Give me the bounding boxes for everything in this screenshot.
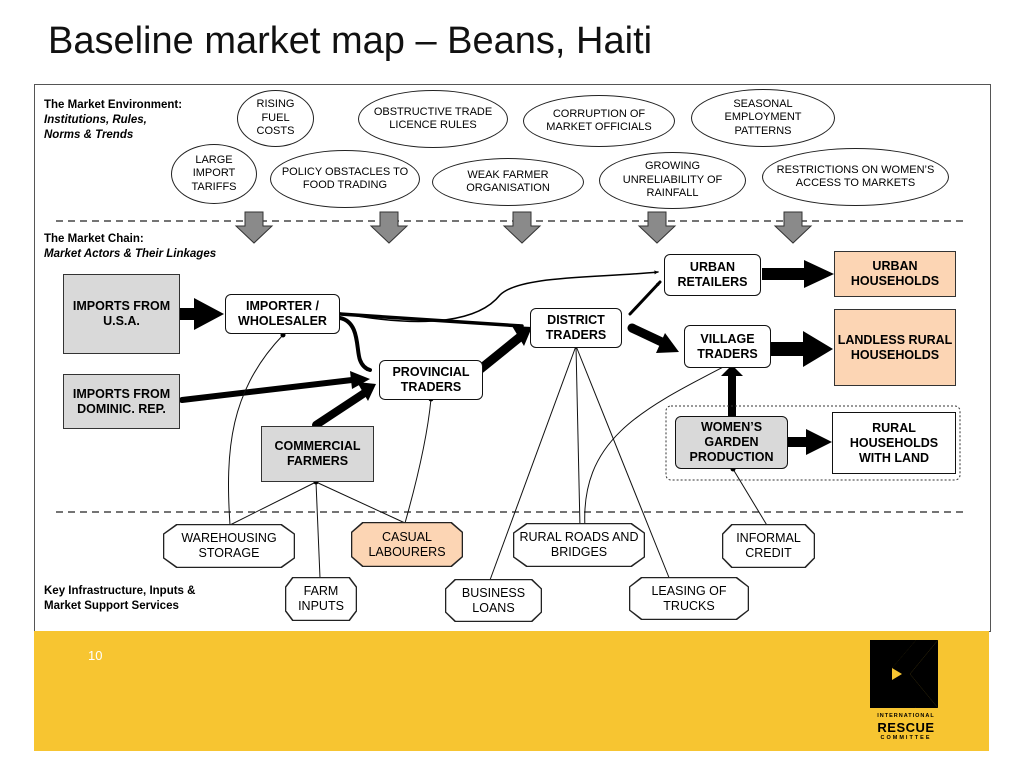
link-farm-inputs-to-commercial <box>315 481 321 579</box>
arrow-urban-retailers-to-households <box>762 260 834 288</box>
actor-imports-usa: IMPORTS FROM U.S.A. <box>63 274 180 354</box>
arrow-importer-to-urban-retailers <box>339 270 659 323</box>
arrow-provincial-to-district-head <box>512 326 532 346</box>
link-warehousing-to-importer <box>228 334 284 526</box>
logo-line-rescue: RESCUE <box>877 720 935 735</box>
service-rural-roads-bridges-label: RURAL ROADS AND BRIDGES <box>514 524 644 566</box>
link-credit-to-garden <box>732 468 769 528</box>
factor-rising-fuel-costs: RISING FUEL COSTS <box>237 90 314 147</box>
factor-weak-farmer-organisation: WEAK FARMER ORGANISATION <box>432 158 584 206</box>
service-leasing-trucks-label: LEASING OF TRUCKS <box>630 578 748 619</box>
link-leasing-to-district <box>575 345 671 581</box>
influence-arrow-3 <box>502 211 542 244</box>
service-warehousing-storage: WAREHOUSING STORAGE <box>163 524 295 568</box>
arrow-commercial-to-provincial-head <box>357 382 376 401</box>
factor-rainfall-unreliability: GROWING UNRELIABILITY OF RAINFALL <box>599 152 746 209</box>
arrow-commercial-to-provincial <box>312 388 370 429</box>
environment-subheading: Institutions, Rules, Norms & Trends <box>44 114 147 141</box>
logo-line-international: INTERNATIONAL <box>877 713 935 719</box>
influence-arrow-4 <box>637 211 677 244</box>
actor-provincial-traders: PROVINCIAL TRADERS <box>379 360 483 400</box>
rural-producers-group <box>665 405 961 481</box>
service-business-loans: BUSINESS LOANS <box>445 579 542 622</box>
service-farm-inputs-label: FARM INPUTS <box>286 578 356 620</box>
factor-policy-obstacles: POLICY OBSTACLES TO FOOD TRADING <box>270 150 420 208</box>
influence-arrow-5 <box>773 211 813 244</box>
actor-womens-garden-production: WOMEN’S GARDEN PRODUCTION <box>675 416 788 469</box>
chain-heading-text: The Market Chain: <box>44 233 144 245</box>
rescue-logo-icon <box>870 640 938 708</box>
footer-band <box>34 631 989 751</box>
actor-village-traders: VILLAGE TRADERS <box>684 325 771 368</box>
service-informal-credit-label: INFORMAL CREDIT <box>723 525 814 567</box>
environment-heading-text: The Market Environment: <box>44 99 183 111</box>
chain-heading: The Market Chain: Market Actors & Their … <box>44 232 216 262</box>
environment-influence-arrows <box>234 211 813 244</box>
page-number: 10 <box>88 648 103 663</box>
link-business-loans-to-district <box>489 345 577 581</box>
factor-corruption: CORRUPTION OF MARKET OFFICIALS <box>523 95 675 147</box>
service-business-loans-label: BUSINESS LOANS <box>446 580 541 621</box>
link-rural-roads-to-district <box>575 345 581 529</box>
service-casual-labourers: CASUAL LABOURERS <box>351 522 463 567</box>
factor-obstructive-rules: OBSTRUCTIVE TRADE LICENCE RULES <box>358 90 508 148</box>
link-casual-to-provincial <box>404 398 432 524</box>
arrow-dr-to-provincial <box>179 377 355 403</box>
link-rural-roads-to-village <box>584 364 728 529</box>
arrow-garden-to-households <box>788 429 832 455</box>
arrow-importer-to-provincial <box>338 316 372 372</box>
influence-arrow-2 <box>369 211 409 244</box>
actor-urban-retailers: URBAN RETAILERS <box>664 254 761 296</box>
factor-seasonal-employment: SEASONAL EMPLOYMENT PATTERNS <box>691 89 835 147</box>
service-informal-credit: INFORMAL CREDIT <box>722 524 815 568</box>
arrow-importer-to-district <box>338 312 524 328</box>
logo-line-committee: COMMITTEE <box>880 735 932 741</box>
slide-title: Baseline market map – Beans, Haiti <box>48 20 653 62</box>
actor-commercial-farmers: COMMERCIAL FARMERS <box>261 426 374 482</box>
service-farm-inputs: FARM INPUTS <box>285 577 357 621</box>
factor-women-market-access: RESTRICTIONS ON WOMEN’S ACCESS TO MARKET… <box>762 148 949 206</box>
infrastructure-heading: Key Infrastructure, Inputs & Market Supp… <box>44 585 196 612</box>
influence-arrow-1 <box>234 211 274 244</box>
link-casual-to-commercial <box>315 481 406 524</box>
arrow-dr-to-provincial-head <box>350 371 370 389</box>
link-warehousing-to-commercial <box>229 481 317 526</box>
environment-heading: The Market Environment: Institutions, Ru… <box>44 98 182 143</box>
arrow-district-to-urban-retailers <box>628 280 662 316</box>
block-arrows <box>180 260 834 455</box>
arrow-district-to-village-head <box>656 333 679 353</box>
arrow-usa-to-importer <box>180 298 224 330</box>
actor-landless-rural-households: LANDLESS RURAL HOUSEHOLDS <box>834 309 956 386</box>
actor-importer-wholesaler: IMPORTER / WHOLESALER <box>225 294 340 334</box>
actor-rural-households-with-land: RURAL HOUSEHOLDS WITH LAND <box>832 412 956 474</box>
factor-large-import-tariffs: LARGE IMPORT TARIFFS <box>171 144 257 204</box>
service-rural-roads-bridges: RURAL ROADS AND BRIDGES <box>513 523 645 567</box>
actor-imports-dominican-rep-label: IMPORTS FROM Dominic. REP. <box>72 386 171 416</box>
arrow-district-to-village <box>627 323 671 349</box>
actor-district-traders: DISTRICT TRADERS <box>530 308 622 348</box>
actor-imports-dominican-rep: IMPORTS FROM Dominic. REP. <box>63 374 180 429</box>
actor-urban-households: URBAN HOUSEHOLDS <box>834 251 956 297</box>
service-leasing-trucks: LEASING OF TRUCKS <box>629 577 749 620</box>
arrow-garden-to-village <box>721 365 743 416</box>
service-warehousing-storage-label: WAREHOUSING STORAGE <box>164 525 294 567</box>
service-casual-labourers-label: CASUAL LABOURERS <box>352 523 462 566</box>
chain-subheading: Market Actors & Their Linkages <box>44 248 217 260</box>
arrow-village-to-landless <box>771 331 833 367</box>
arrow-provincial-to-district <box>473 332 525 376</box>
